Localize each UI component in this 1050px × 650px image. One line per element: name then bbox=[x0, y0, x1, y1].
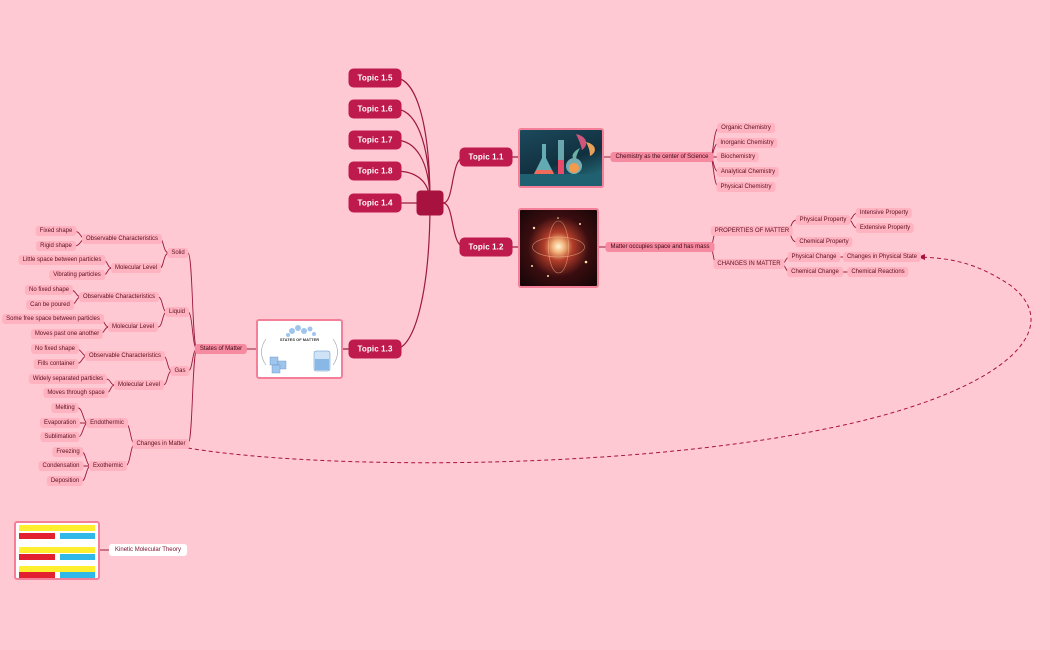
liquid-observable[interactable]: Observable Characteristics bbox=[78, 292, 160, 302]
chemical-property[interactable]: Chemical Property bbox=[795, 237, 853, 247]
chemistry-lab-image[interactable] bbox=[518, 128, 604, 188]
changes-in-matter-upper[interactable]: CHANGES IN MATTER bbox=[713, 259, 785, 269]
deposition[interactable]: Deposition bbox=[46, 476, 84, 486]
changes-in-matter[interactable]: Changes in Matter bbox=[132, 439, 190, 449]
extensive-property[interactable]: Extensive Property bbox=[855, 223, 915, 233]
chemistry-center-of-science[interactable]: Chemistry as the center of Science bbox=[610, 152, 714, 162]
solid[interactable]: Solid bbox=[167, 248, 189, 258]
gas[interactable]: Gas bbox=[170, 366, 190, 376]
liquid-some-free-space[interactable]: Some free space between particles bbox=[2, 314, 104, 324]
states-of-matter[interactable]: States of Matter bbox=[194, 344, 248, 354]
intensive-property[interactable]: Intensive Property bbox=[855, 208, 913, 218]
relationship-arrowhead bbox=[918, 254, 925, 260]
gas-widely-separated[interactable]: Widely separated particles bbox=[28, 374, 108, 384]
physical-property[interactable]: Physical Property bbox=[795, 215, 851, 225]
states-image-title: STATES OF MATTER bbox=[280, 337, 319, 342]
liquid-no-fixed-shape[interactable]: No fixed shape bbox=[24, 285, 74, 295]
topic-1-3[interactable]: Topic 1.3 bbox=[348, 339, 402, 359]
topic-1-5[interactable]: Topic 1.5 bbox=[348, 68, 402, 88]
kinetic-theory-image[interactable] bbox=[14, 521, 100, 580]
gas-observable[interactable]: Observable Characteristics bbox=[84, 351, 166, 361]
topic-1-2[interactable]: Topic 1.2 bbox=[459, 237, 513, 257]
gas-fills-container[interactable]: Fills container bbox=[33, 359, 79, 369]
solid-rigid-shape[interactable]: Rigid shape bbox=[36, 241, 76, 251]
relationship-dashed-line bbox=[187, 256, 1032, 464]
lab-flasks-illustration bbox=[520, 134, 602, 186]
topic-1-7[interactable]: Topic 1.7 bbox=[348, 130, 402, 150]
solid-molecular[interactable]: Molecular Level bbox=[110, 263, 162, 273]
kinetic-molecular-theory[interactable]: Kinetic Molecular Theory bbox=[109, 544, 187, 556]
melting[interactable]: Melting bbox=[51, 403, 79, 413]
leaf-organic-chemistry[interactable]: Organic Chemistry bbox=[717, 123, 775, 133]
gas-moves-through-space[interactable]: Moves through space bbox=[43, 388, 109, 398]
connector-central-topic13 bbox=[394, 202, 431, 350]
exothermic[interactable]: Exothermic bbox=[88, 461, 128, 471]
solid-fixed-shape[interactable]: Fixed shape bbox=[35, 226, 77, 236]
solid-little-space[interactable]: Little space between particles bbox=[18, 255, 106, 265]
atom-burst-illustration bbox=[531, 217, 588, 277]
freezing[interactable]: Freezing bbox=[52, 447, 84, 457]
chemical-change[interactable]: Chemical Change bbox=[787, 267, 843, 277]
evaporation[interactable]: Evaporation bbox=[39, 418, 81, 428]
gas-no-fixed-shape[interactable]: No fixed shape bbox=[30, 344, 80, 354]
liquid-moves-past[interactable]: Moves past one another bbox=[30, 329, 104, 339]
leaf-inorganic-chemistry[interactable]: Inorganic Chemistry bbox=[716, 138, 778, 148]
properties-of-matter[interactable]: PROPERTIES OF MATTER bbox=[710, 226, 794, 236]
liquid-molecular[interactable]: Molecular Level bbox=[107, 322, 159, 332]
physical-change[interactable]: Physical Change bbox=[787, 252, 841, 262]
leaf-biochemistry[interactable]: Biochemistry bbox=[716, 152, 760, 162]
central-topic-node[interactable] bbox=[416, 190, 444, 216]
matter-atom-image[interactable] bbox=[518, 208, 599, 288]
solid-vibrating[interactable]: Vibrating particles bbox=[49, 270, 105, 280]
sublimation[interactable]: Sublimation bbox=[40, 432, 80, 442]
liquid-can-be-poured[interactable]: Can be poured bbox=[26, 300, 74, 310]
topic-1-6[interactable]: Topic 1.6 bbox=[348, 99, 402, 119]
topic-1-8[interactable]: Topic 1.8 bbox=[348, 161, 402, 181]
topic-1-1[interactable]: Topic 1.1 bbox=[459, 147, 513, 167]
states-illustration: STATES OF MATTER bbox=[261, 325, 338, 374]
endothermic[interactable]: Endothermic bbox=[86, 418, 128, 428]
chemical-reactions[interactable]: Chemical Reactions bbox=[847, 267, 909, 277]
topic-1-4[interactable]: Topic 1.4 bbox=[348, 193, 402, 213]
liquid[interactable]: Liquid bbox=[164, 307, 190, 317]
condensation[interactable]: Condensation bbox=[38, 461, 84, 471]
matter-occupies-space[interactable]: Matter occupies space and has mass bbox=[605, 242, 715, 252]
solid-observable[interactable]: Observable Characteristics bbox=[81, 234, 163, 244]
states-of-matter-image[interactable]: STATES OF MATTER bbox=[256, 319, 343, 379]
connector-central-topic16 bbox=[394, 108, 431, 204]
gas-molecular[interactable]: Molecular Level bbox=[113, 380, 165, 390]
leaf-physical-chemistry[interactable]: Physical Chemistry bbox=[716, 182, 776, 192]
leaf-analytical-chemistry[interactable]: Analytical Chemistry bbox=[716, 167, 780, 177]
changes-in-physical-state[interactable]: Changes in Physical State bbox=[842, 252, 922, 262]
